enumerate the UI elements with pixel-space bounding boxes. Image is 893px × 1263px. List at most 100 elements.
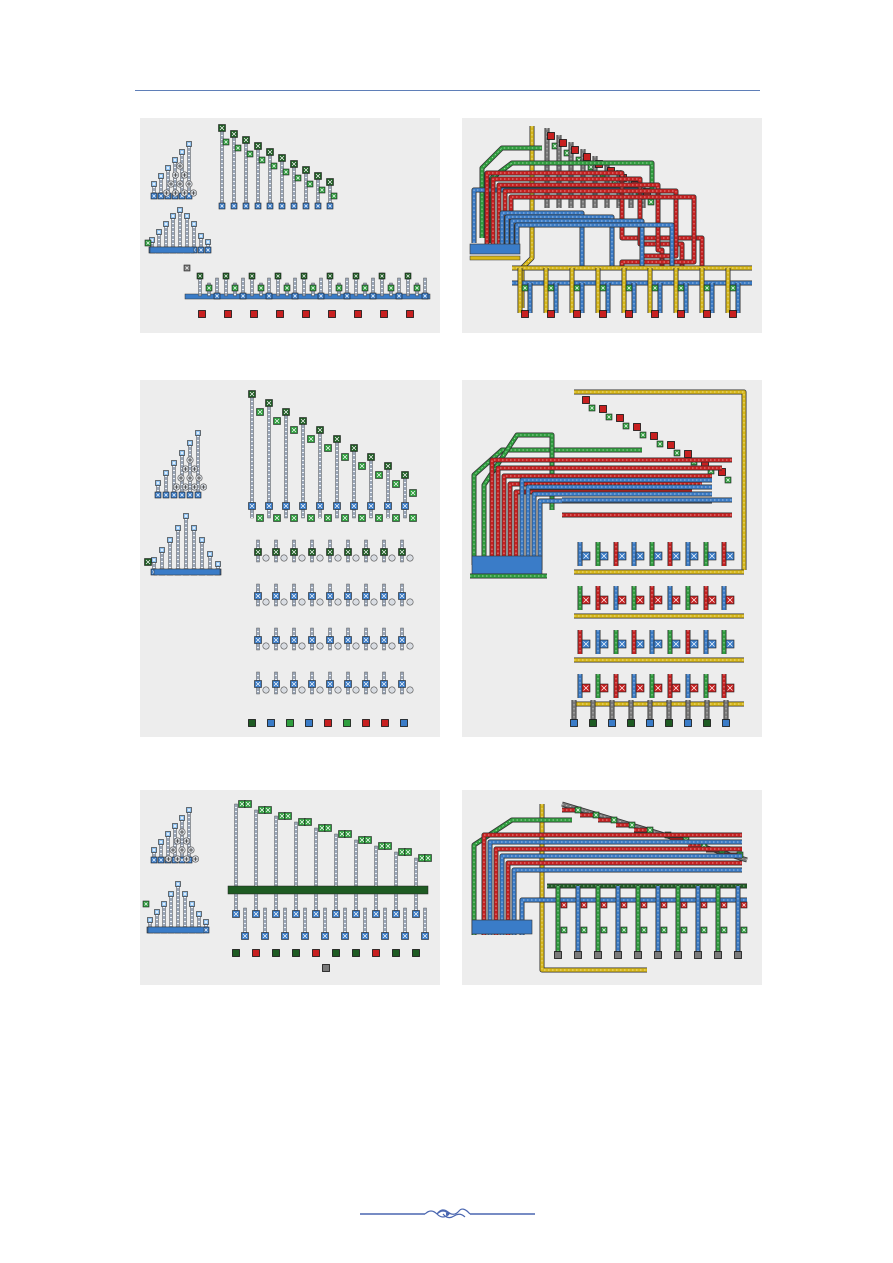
wire-dot	[293, 187, 295, 188]
wire-dot	[185, 539, 187, 540]
wire-dot	[268, 458, 270, 459]
route-wire	[526, 485, 712, 570]
route-highlight	[509, 483, 702, 570]
wire-dot	[315, 843, 317, 844]
wire-dot	[302, 472, 304, 473]
wire-dot	[251, 453, 253, 454]
wire-dot	[324, 931, 326, 932]
wire-dot	[311, 675, 313, 676]
terminal-pad	[684, 719, 692, 727]
wire-dot	[177, 551, 179, 552]
terminal-pad	[312, 949, 320, 957]
wire-dot	[344, 927, 346, 928]
wire-dot	[257, 543, 259, 544]
wire-dot	[286, 294, 288, 295]
wire-dot	[336, 514, 338, 515]
node-mark	[265, 807, 271, 813]
wire-dot	[264, 923, 266, 924]
wire-dot	[336, 478, 338, 479]
wire-dot	[189, 446, 191, 447]
wire-dot	[185, 567, 187, 568]
node-mark	[553, 144, 557, 148]
wire-dot	[235, 863, 237, 864]
node-mark	[649, 200, 653, 204]
wire-dot	[375, 897, 377, 898]
wire-dot	[268, 470, 270, 471]
wire-dot	[245, 191, 247, 192]
node-mark	[342, 454, 348, 460]
wire-dot	[233, 169, 235, 170]
junction	[316, 554, 324, 562]
node-mark	[399, 849, 405, 855]
wire-dot	[255, 853, 257, 854]
wire-dot	[193, 559, 195, 560]
wire-dot	[293, 543, 295, 544]
terminal-pad	[714, 951, 722, 959]
wire-dot	[167, 849, 169, 850]
wire-dot	[193, 567, 195, 568]
wire-dot	[302, 432, 304, 433]
wire-dot	[188, 813, 190, 814]
wire-dot	[387, 477, 389, 478]
wire-dot	[157, 486, 159, 487]
node-mark	[249, 503, 255, 509]
wire-dot	[193, 231, 195, 232]
node-mark	[709, 641, 715, 647]
wire-segment	[185, 215, 189, 251]
wire-dot	[251, 421, 253, 422]
wire-dot	[302, 484, 304, 485]
node-mark	[425, 855, 431, 861]
wire-dot	[255, 865, 257, 866]
node-mark	[273, 637, 279, 643]
wire-segment	[250, 393, 254, 519]
wire-dot	[245, 155, 247, 156]
route-highlight	[516, 224, 673, 268]
wire-dot	[235, 879, 237, 880]
wire-dot	[284, 931, 286, 932]
node-mark	[655, 597, 661, 603]
wire-dot	[277, 288, 279, 289]
wire-dot	[251, 437, 253, 438]
node-mark	[285, 813, 291, 819]
wire-dot	[285, 435, 287, 436]
terminal-pad	[362, 719, 370, 727]
wire-dot	[264, 915, 266, 916]
wire-dot	[245, 151, 247, 152]
wire-dot	[185, 527, 187, 528]
terminal-pad	[694, 951, 702, 959]
wire-dot	[311, 543, 313, 544]
wire-dot	[329, 679, 331, 680]
wire-dot	[335, 865, 337, 866]
wire-dot	[315, 839, 317, 840]
wire-dot	[255, 905, 257, 906]
wire-dot	[221, 175, 223, 176]
node-mark	[232, 204, 236, 208]
node-mark	[582, 903, 586, 907]
wire-dot	[251, 429, 253, 430]
wire-dot	[375, 857, 377, 858]
wire-dot	[177, 911, 179, 912]
wire-dot	[383, 635, 385, 636]
wire-dot	[353, 499, 355, 500]
node-mark	[399, 637, 405, 643]
junction	[262, 554, 270, 562]
figure-3-routed	[462, 790, 762, 985]
node-mark	[249, 391, 255, 397]
wire-dot	[260, 294, 262, 295]
route-highlight	[489, 841, 742, 935]
node-mark	[176, 526, 180, 530]
node-mark	[642, 928, 646, 932]
wire-dot	[177, 547, 179, 548]
node-mark	[180, 451, 184, 455]
wire-dot	[424, 285, 426, 286]
bus-bar	[471, 919, 533, 935]
wire-dot	[370, 512, 372, 513]
wire-segment	[169, 893, 173, 931]
junction-mark	[188, 476, 192, 480]
node-mark	[637, 641, 643, 647]
node-mark	[148, 918, 152, 922]
wire-dot	[251, 288, 253, 289]
wire-dot	[353, 463, 355, 464]
wire-dot	[285, 439, 287, 440]
wire-dot	[302, 476, 304, 477]
